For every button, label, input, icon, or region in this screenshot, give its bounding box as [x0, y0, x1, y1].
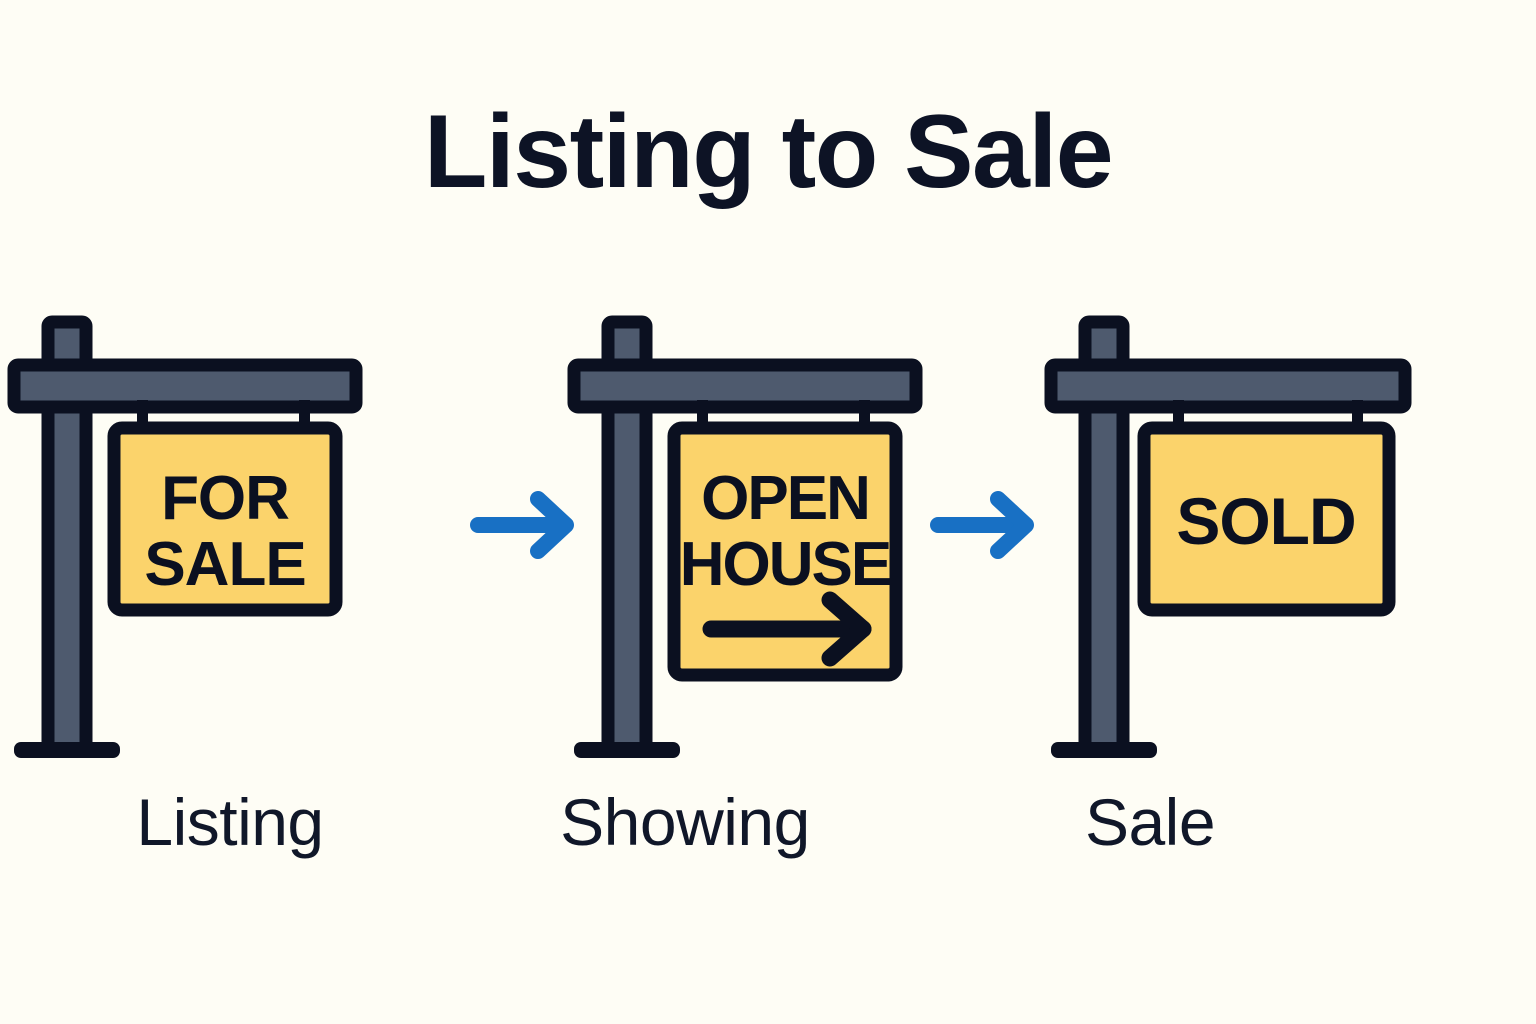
sign-line-1: SOLD [1176, 484, 1355, 558]
sold-sign-graphic: SOLD [1044, 315, 1412, 758]
open-house-sign-graphic: OPEN HOUSE [567, 315, 923, 758]
connector-showing-to-sale [926, 486, 1046, 564]
sign-line-1: FOR [161, 464, 289, 533]
step-showing[interactable]: OPEN HOUSE Showing [455, 0, 923, 1024]
step-sale[interactable]: SOLD Sale [920, 0, 1412, 1024]
post-crossbar [1044, 358, 1412, 414]
connector-listing-to-showing [466, 486, 586, 564]
post-crossbar [7, 358, 363, 414]
arrow-right-icon [930, 491, 1034, 559]
arrow-right-icon [470, 491, 574, 559]
sign-board[interactable] [1137, 421, 1396, 617]
sign-line-2: HOUSE [680, 530, 890, 599]
for-sale-sign-graphic: FOR SALE [7, 315, 363, 758]
page-title: Listing to Sale [423, 94, 1114, 210]
sign-line-1: OPEN [701, 464, 869, 533]
post-base [14, 742, 120, 758]
sign-board[interactable] [107, 421, 343, 617]
sign-line-2: SALE [144, 530, 305, 599]
post-base [574, 742, 680, 758]
sign-direction-arrow-icon [702, 591, 872, 667]
step-label-listing: Listing [136, 785, 324, 859]
post-base [1051, 742, 1157, 758]
step-label-sale: Sale [1084, 785, 1216, 859]
step-listing[interactable]: FOR SALE Listing [0, 0, 460, 1024]
step-label-showing: Showing [560, 785, 810, 859]
post-crossbar [567, 358, 923, 414]
